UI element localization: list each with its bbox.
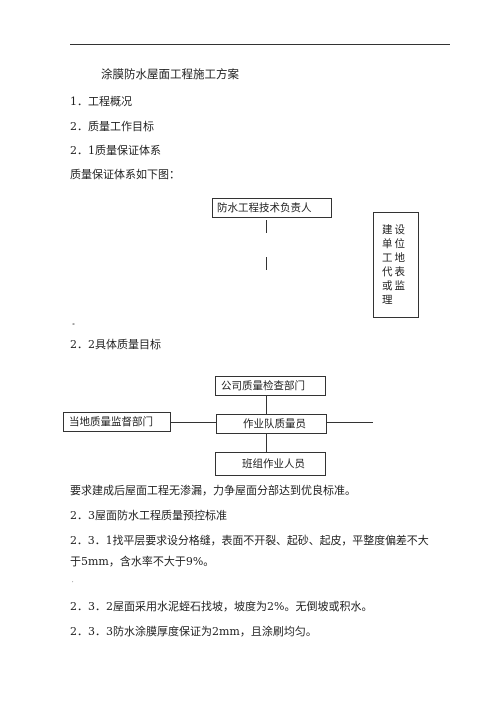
org-box-tech-lead: 防水工程技术负责人 <box>212 198 332 218</box>
stray-mark: ′ <box>72 581 74 588</box>
section-2-3-3: 2．3．3防水涂膜厚度保证为2mm，且涂刷均匀。 <box>70 625 317 638</box>
quality-target-text: 要求建成后屋面工程无渗漏，力争屋面分部达到优良标准。 <box>70 484 356 497</box>
section-2-2-heading: 2．2具体质量目标 <box>70 338 161 351</box>
stray-mark: ° <box>72 323 75 330</box>
section-2-3-1-line-1: 2．3．1找平层要求设分格缝，表面不开裂、起砂、起皮，平整度偏差不大 <box>70 534 429 547</box>
header-rule <box>70 44 450 45</box>
org-box-local-supervision: 当地质量监督部门 <box>63 412 171 432</box>
connector-line <box>266 434 267 452</box>
section-1-heading: 1．工程概况 <box>70 95 132 108</box>
section-2-3-2: 2．3．2屋面采用水泥蛭石找坡，坡度为2%。无倒坡或积水。 <box>70 600 373 613</box>
connector-line <box>266 220 267 233</box>
org-box-company-qc: 公司质量检查部门 <box>215 376 326 396</box>
connector-line <box>266 396 267 414</box>
org-box-client-representative: 建设单位工地代表或监理 <box>373 212 419 318</box>
section-2-heading: 2．质量工作目标 <box>70 120 154 133</box>
section-2-3-1-line-2: 于5mm，含水率不大于9%。 <box>70 555 215 568</box>
section-2-1-heading: 2．1质量保证体系 <box>70 144 161 157</box>
org-box-team-qc: 作业队质量员 <box>216 414 327 434</box>
connector-line <box>266 257 267 270</box>
section-2-1-intro: 质量保证体系如下图： <box>70 168 180 181</box>
connector-line <box>171 422 216 423</box>
section-2-3-heading: 2．3屋面防水工程质量预控标准 <box>70 509 227 522</box>
org-box-work-crew: 班组作业人员 <box>215 452 326 476</box>
connector-line <box>327 422 373 423</box>
org-box-client-representative-label: 建设单位工地代表或监理 <box>382 224 407 306</box>
document-title: 涂膜防水屋面工程施工方案 <box>101 67 239 81</box>
